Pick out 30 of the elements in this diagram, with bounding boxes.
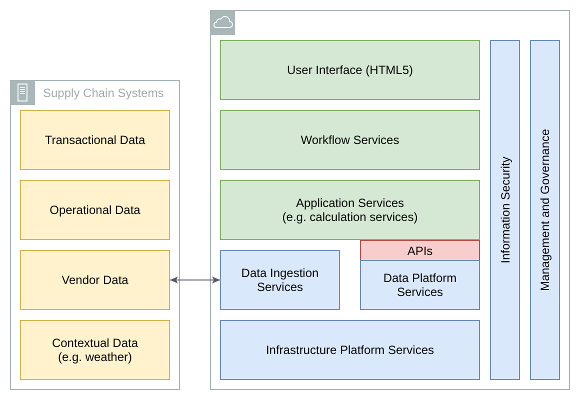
group-container <box>210 10 570 390</box>
box-label: Workflow Services <box>300 133 400 147</box>
box-label: Operational Data <box>50 203 140 217</box>
api-box <box>360 240 480 261</box>
box-label: APIs <box>407 244 433 258</box>
box-label: Data Ingestion Services <box>241 266 319 294</box>
box-label: User Interface (HTML5) <box>286 63 414 77</box>
box-label: Application Services (e.g. calculation services) <box>282 196 418 224</box>
service-layer-box <box>220 110 480 170</box>
box-label: Information Security <box>498 156 512 264</box>
box-label: Management and Governance <box>538 128 552 292</box>
double-arrow <box>170 276 220 284</box>
vertical-band <box>530 40 560 380</box>
data-source-box <box>20 320 170 380</box>
data-source-box <box>20 180 170 240</box>
box-label: Transactional Data <box>44 133 146 147</box>
vertical-band <box>490 40 520 380</box>
group-title: Supply Chain Systems <box>43 86 164 100</box>
service-box <box>360 260 480 310</box>
service-layer-box <box>220 40 480 100</box>
service-box <box>220 320 480 380</box>
service-box <box>220 250 340 310</box>
service-layer-box <box>220 180 480 240</box>
box-label: Infrastructure Platform Services <box>266 343 434 357</box>
data-source-box <box>20 250 170 310</box>
data-source-box <box>20 110 170 170</box>
box-label: Contextual Data (e.g. weather) <box>52 336 138 364</box>
box-label: Data Platform Services <box>383 271 457 299</box>
box-label: Vendor Data <box>62 273 128 287</box>
group-container <box>10 80 180 390</box>
